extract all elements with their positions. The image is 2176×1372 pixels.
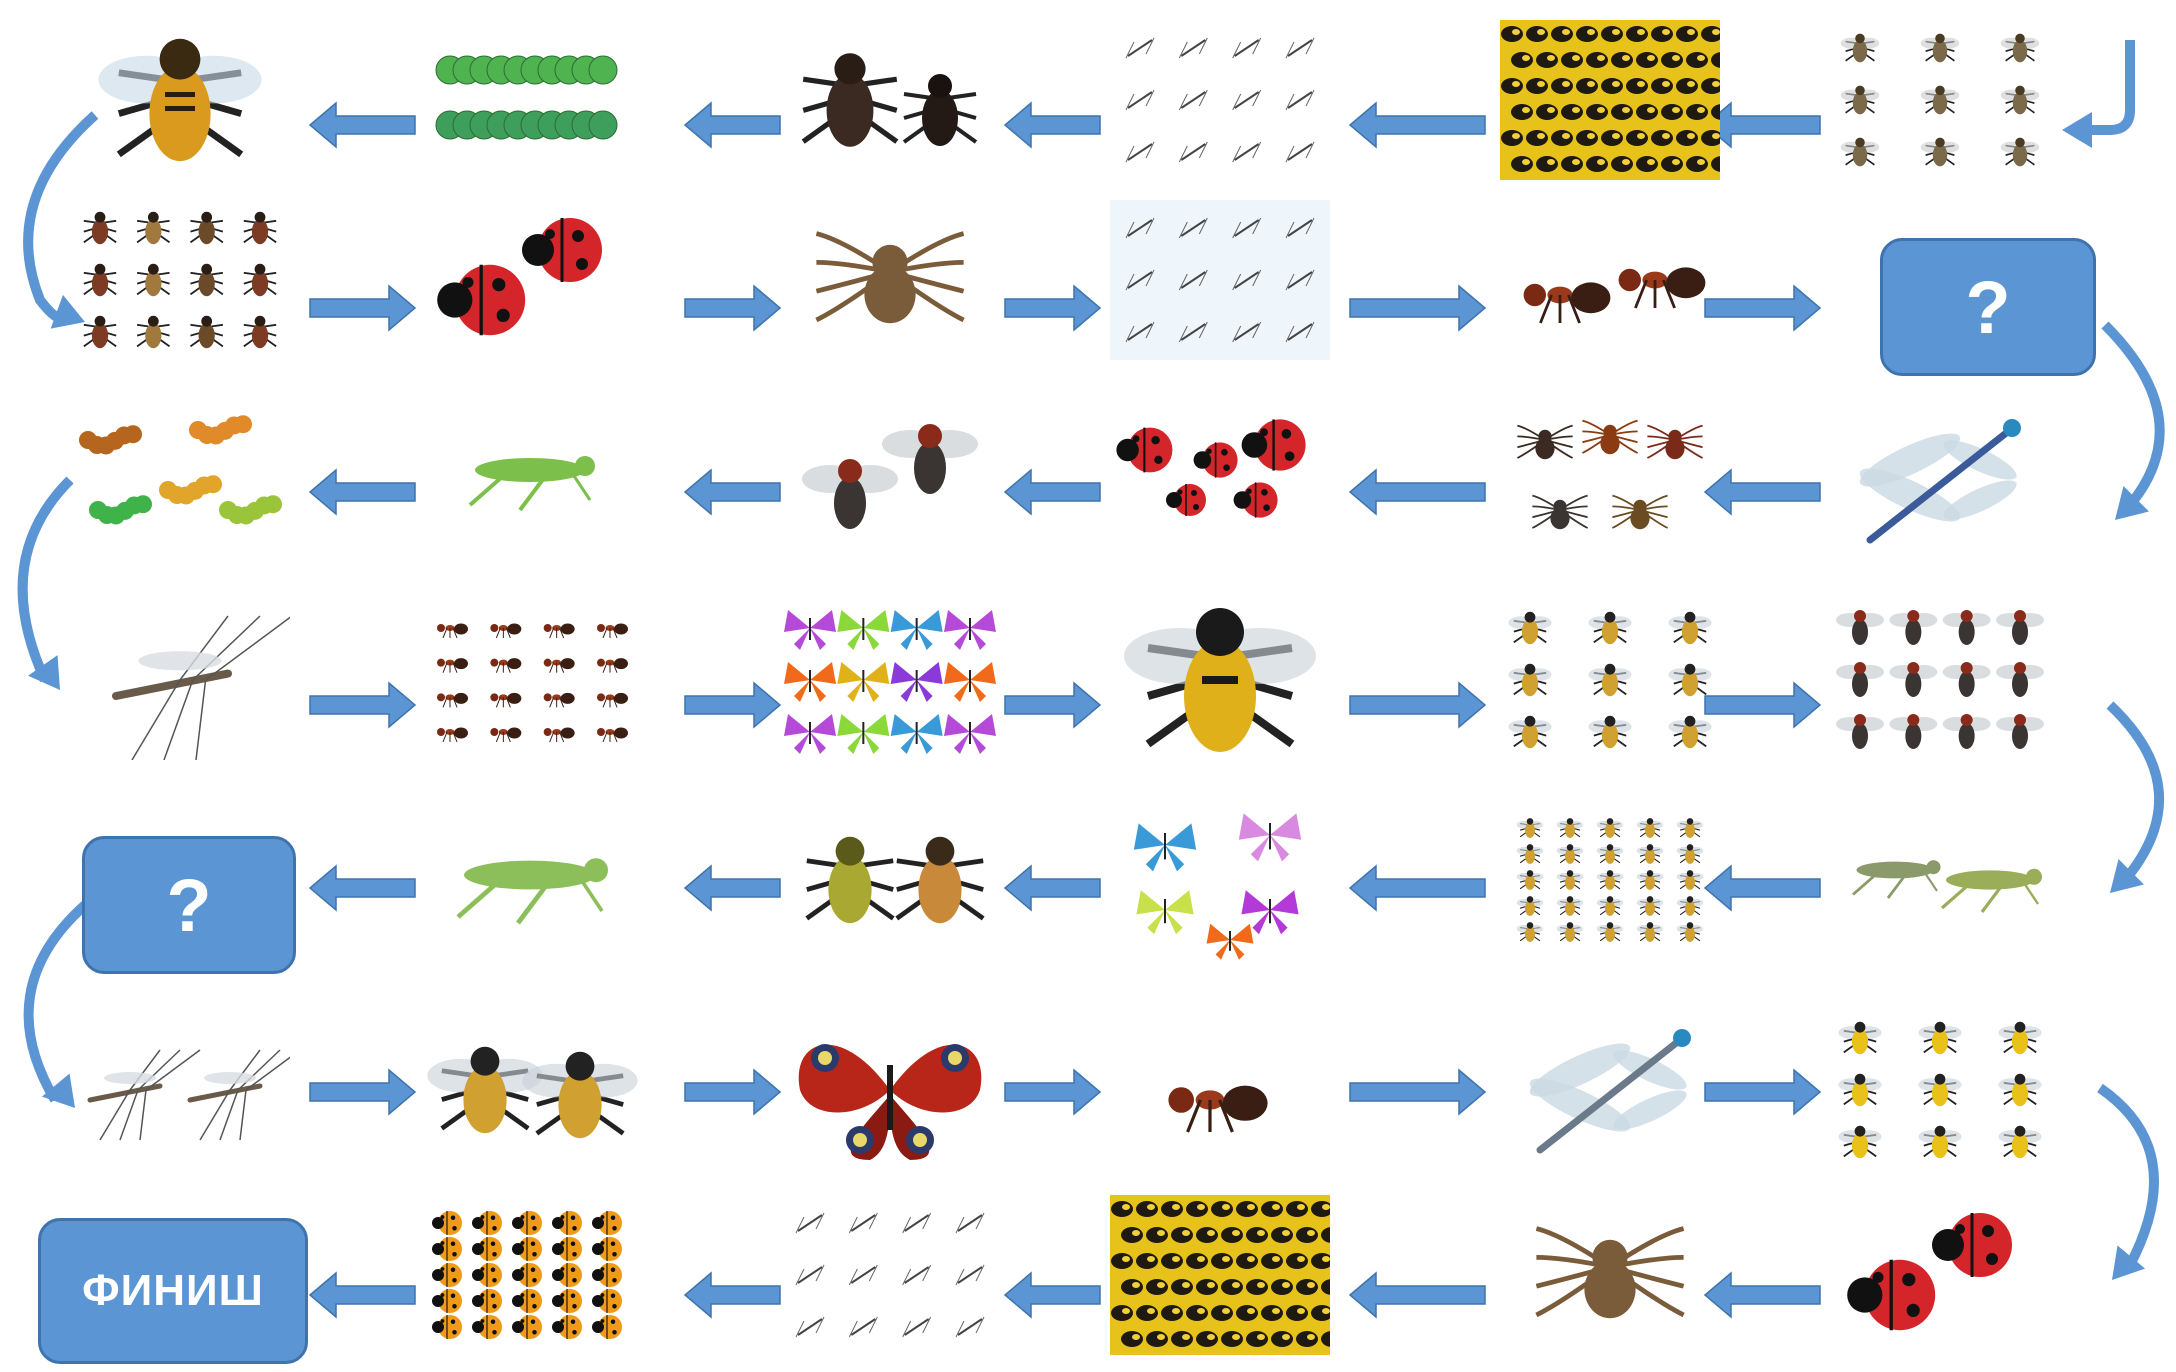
tile-colorful-butterflies[interactable] — [780, 600, 1000, 760]
tile-bumblebee[interactable] — [1110, 600, 1330, 760]
tile-tarantula[interactable] — [1500, 1195, 1720, 1355]
tile-flies-pair[interactable] — [780, 400, 1000, 560]
arrow-row1-5 — [1705, 103, 1820, 147]
tile-ants-group[interactable] — [420, 600, 640, 760]
turn-arrow-3 — [23, 480, 75, 700]
arrow-row4-5 — [1705, 683, 1820, 727]
tile-dragonfly-spotted[interactable] — [1500, 1010, 1720, 1170]
start-arrow — [2062, 40, 2130, 148]
arrow-row7-2 — [685, 1273, 780, 1317]
tile-red-ant[interactable] — [1110, 1010, 1330, 1170]
arrow-row3-2 — [685, 470, 780, 514]
tile-spiders-group[interactable] — [1500, 400, 1720, 560]
tile-ladybugs-orange-group[interactable] — [420, 1195, 640, 1355]
arrow-row4-1 — [310, 683, 415, 727]
arrow-row7-5 — [1705, 1273, 1820, 1317]
tile-bee-swarm-honeycomb[interactable] — [1500, 20, 1720, 180]
question-box-2[interactable]: ? — [82, 836, 296, 974]
tile-dragonfly[interactable] — [1830, 400, 2050, 560]
tile-wasps-group[interactable] — [1830, 1010, 2050, 1170]
arrow-row7-1 — [310, 1273, 415, 1317]
tile-grasshopper[interactable] — [420, 800, 640, 960]
tile-flies-group[interactable] — [1830, 600, 2050, 760]
arrow-row6-1 — [310, 1070, 415, 1114]
arrow-row5-5 — [1705, 866, 1820, 910]
tile-mosquito[interactable] — [70, 600, 290, 760]
arrow-row1-1 — [310, 103, 415, 147]
arrow-row2-5 — [1705, 286, 1820, 330]
tile-ladybugs-pair[interactable] — [420, 200, 640, 360]
tile-grasshoppers-pair[interactable] — [1830, 800, 2050, 960]
tile-mosquitoes-flying[interactable] — [780, 1195, 1000, 1355]
tile-tarantula[interactable] — [780, 200, 1000, 360]
arrow-row1-2 — [685, 103, 780, 147]
arrow-row4-4 — [1350, 683, 1485, 727]
arrow-row7-3 — [1005, 1273, 1100, 1317]
tile-green-caterpillars[interactable] — [420, 20, 640, 180]
arrow-row3-3 — [1005, 470, 1100, 514]
turn-arrow-2 — [2102, 325, 2159, 533]
arrow-row2-2 — [685, 286, 780, 330]
tile-stag-beetles[interactable] — [780, 20, 1000, 180]
arrow-row2-4 — [1350, 286, 1485, 330]
arrow-row6-5 — [1705, 1070, 1820, 1114]
tile-craneflies-pair[interactable] — [70, 1010, 290, 1170]
tile-bumblebees-group[interactable] — [1500, 600, 1720, 760]
arrow-row2-1 — [310, 286, 415, 330]
tile-bee-swarm-honeycomb[interactable] — [1110, 1195, 1330, 1355]
arrow-row6-2 — [685, 1070, 780, 1114]
arrow-row1-3 — [1005, 103, 1100, 147]
tile-bees-group[interactable] — [1500, 800, 1720, 960]
tile-ladybugs-group[interactable] — [1110, 400, 1330, 560]
tile-bees-pair[interactable] — [420, 1010, 640, 1170]
arrow-row3-5 — [1705, 470, 1820, 514]
tile-mosquitoes-flying[interactable] — [1110, 20, 1330, 180]
tile-ladybugs-pair[interactable] — [1830, 1195, 2050, 1355]
arrow-row6-3 — [1005, 1070, 1100, 1114]
tile-green-mantis[interactable] — [420, 400, 640, 560]
finish-box[interactable]: ФИНИШ — [38, 1218, 308, 1364]
tile-mosquitoes-group[interactable] — [1110, 200, 1330, 360]
tile-beetle-collection[interactable] — [70, 200, 290, 360]
turn-arrow-4 — [2097, 705, 2159, 906]
arrow-row5-3 — [1005, 866, 1100, 910]
question-box-1[interactable]: ? — [1880, 238, 2096, 376]
tile-peacock-butterfly[interactable] — [780, 1010, 1000, 1170]
arrow-row5-4 — [1350, 866, 1485, 910]
tile-butterflies-group[interactable] — [1110, 800, 1330, 960]
arrow-row2-3 — [1005, 286, 1100, 330]
arrow-row7-4 — [1350, 1273, 1485, 1317]
arrow-row6-4 — [1350, 1070, 1485, 1114]
arrow-row5-1 — [310, 866, 415, 910]
tile-larvae-group[interactable] — [70, 400, 290, 560]
arrow-row3-1 — [310, 470, 415, 514]
tile-beetles-pair[interactable] — [780, 800, 1000, 960]
arrow-row1-4 — [1350, 103, 1485, 147]
arrow-row3-4 — [1350, 470, 1485, 514]
tile-honey-bee[interactable] — [70, 20, 290, 180]
tile-mayflies-group[interactable] — [1830, 20, 2050, 180]
arrow-row4-3 — [1005, 683, 1100, 727]
tile-red-ants-pair[interactable] — [1500, 200, 1720, 360]
turn-arrow-6 — [2098, 1088, 2154, 1292]
arrow-row5-2 — [685, 866, 780, 910]
arrow-row4-2 — [685, 683, 780, 727]
